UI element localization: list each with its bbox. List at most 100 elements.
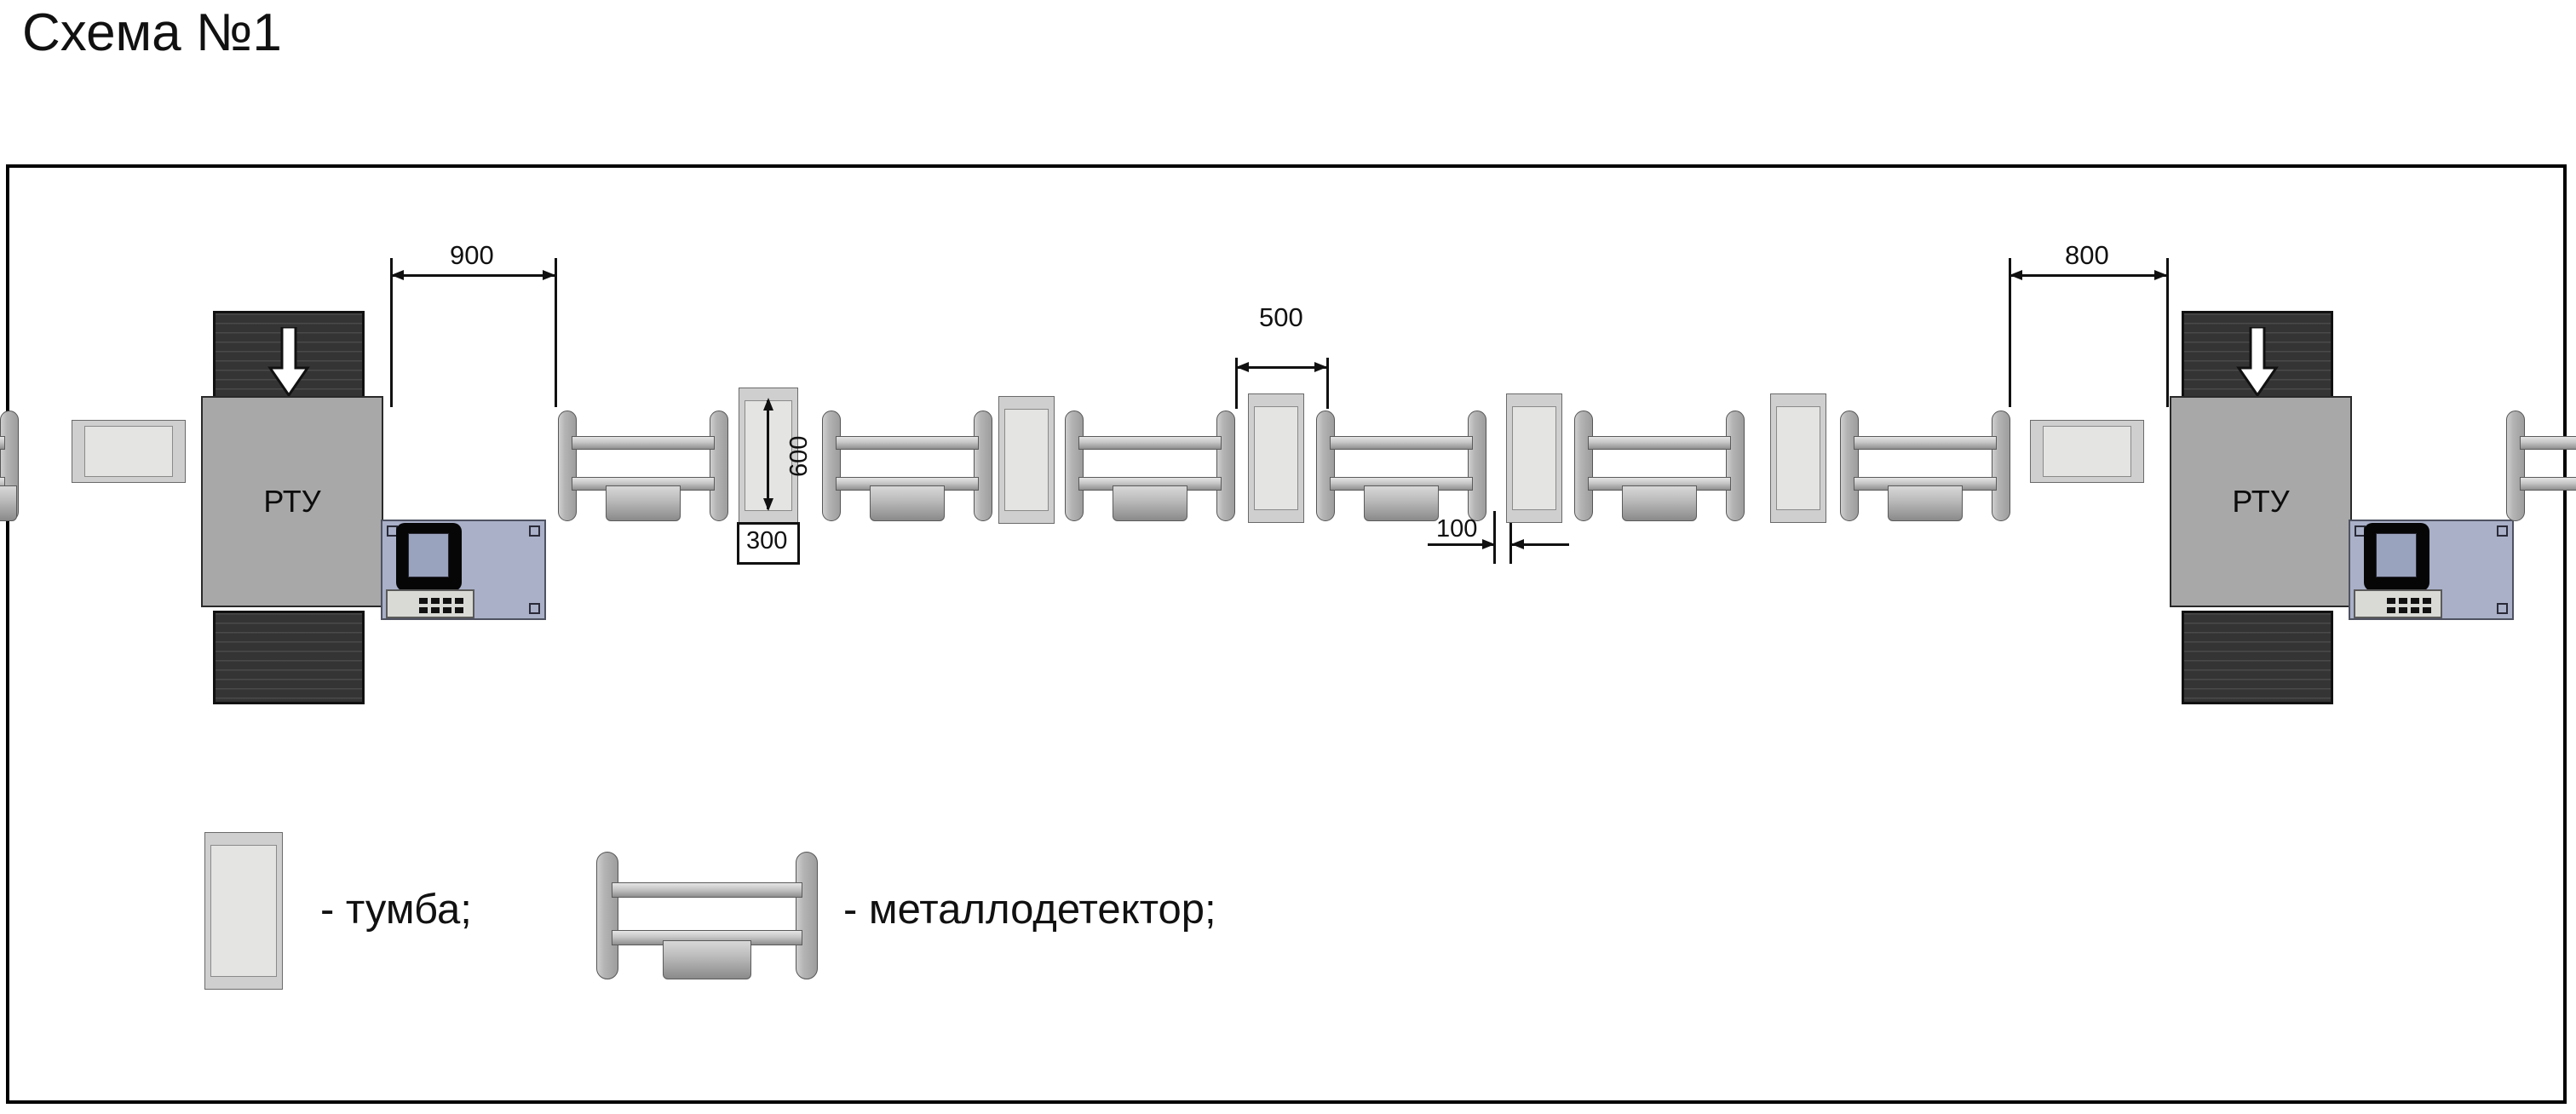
dim-100-line-left: [1428, 543, 1494, 546]
rtu-body: РТУ: [2170, 396, 2352, 607]
keyboard-key: [443, 598, 451, 604]
rtu-machine-right: РТУ: [2170, 311, 2352, 704]
monitor-screen: [2376, 533, 2417, 577]
dim-100-arrow-in-left: [1482, 539, 1495, 549]
pedestal-inner: [210, 845, 277, 977]
detector-rail-upper: [612, 882, 802, 898]
keyboard-key: [2387, 607, 2395, 613]
legend-label-metal-detector: - металлодетектор;: [843, 887, 1216, 933]
detector-base-plate: [1888, 485, 1963, 521]
dim-900-tick-left: [390, 258, 393, 407]
conveyor-belt-bottom: [2182, 611, 2333, 704]
dim-800-arrow-right: [2154, 270, 2167, 280]
detector-post-left: [1065, 411, 1084, 521]
detector-rail-upper: [0, 436, 5, 450]
dim-900-tick-right: [555, 258, 557, 407]
keyboard-key: [2411, 607, 2419, 613]
pedestal-4: [1506, 393, 1562, 523]
rtu-body: РТУ: [201, 396, 383, 607]
operator-console-right: [2349, 520, 2514, 620]
pedestal-inner: [84, 426, 173, 477]
detector-rail-upper: [1330, 436, 1473, 450]
detector-post-left: [1316, 411, 1335, 521]
detector-base-plate: [606, 485, 681, 521]
detector-post-right: [796, 852, 818, 979]
detector-post-right: [1468, 411, 1486, 521]
pedestal-inner: [1004, 409, 1049, 511]
console-screw-tr: [529, 525, 540, 537]
detector-post-right: [710, 411, 728, 521]
keyboard-key: [2387, 598, 2395, 604]
detector-base-plate: [1622, 485, 1697, 521]
dim-300-box: [737, 522, 800, 565]
dim-100-arrow-in-right: [1511, 539, 1524, 549]
metal-detector-right-edge: [2506, 411, 2576, 521]
dim-500-arrow-left: [1236, 362, 1249, 372]
dim-900-line: [390, 274, 555, 277]
keyboard-key: [455, 607, 463, 613]
detector-post-left: [1574, 411, 1593, 521]
dim-800-label: 800: [2065, 240, 2109, 270]
legend-pedestal-icon: [204, 832, 283, 990]
dim-100-tick-right: [1509, 511, 1512, 564]
dim-900-arrow-right: [543, 270, 555, 280]
dim-900-arrow-left: [391, 270, 404, 280]
keyboard-key: [443, 607, 451, 613]
dim-800-tick-right: [2166, 258, 2169, 407]
keyboard-key: [455, 598, 463, 604]
console-keyboard: [386, 589, 474, 618]
detector-rail-upper: [836, 436, 979, 450]
dim-800-line: [2009, 274, 2167, 277]
metal-detector-1: [558, 411, 728, 521]
pedestal-3: [1248, 393, 1304, 523]
console-keyboard: [2354, 589, 2442, 618]
detector-base-plate: [1113, 485, 1187, 521]
console-screw-br: [529, 603, 540, 614]
conveyor-belt-top: [2182, 311, 2333, 405]
dim-800-tick-left: [2009, 258, 2011, 407]
dim-600-arrow-bottom: [763, 498, 773, 511]
keyboard-key: [431, 607, 440, 613]
keyboard-key: [2399, 607, 2407, 613]
dim-600-arrow-top: [763, 398, 773, 411]
console-screw-tr: [2497, 525, 2508, 537]
keyboard-key: [419, 607, 428, 613]
detector-rail-upper: [1078, 436, 1222, 450]
pedestal-5: [1770, 393, 1826, 523]
keyboard-key: [431, 598, 440, 604]
page-title: Схема №1: [22, 3, 282, 62]
detector-rail-upper: [1588, 436, 1731, 450]
metal-detector-left-edge: [0, 411, 19, 521]
detector-post-right: [974, 411, 992, 521]
dim-500-tick-left: [1235, 358, 1238, 409]
dim-100-tick-left: [1493, 511, 1496, 564]
pedestal-inner: [2043, 426, 2131, 477]
detector-post-right: [1216, 411, 1235, 521]
rtu-machine-left: РТУ: [201, 311, 383, 704]
dim-600-line: [767, 400, 769, 509]
detector-base-plate: [1364, 485, 1439, 521]
console-screw-br: [2497, 603, 2508, 614]
conveyor-belt-bottom: [213, 611, 365, 704]
dim-100-line-right: [1511, 543, 1569, 546]
keyboard-key: [2411, 598, 2419, 604]
detector-rail-upper: [2520, 436, 2576, 450]
keyboard-key: [2423, 598, 2431, 604]
pedestal-right-outer: [2030, 420, 2144, 483]
metal-detector-6: [1840, 411, 2010, 521]
metal-detector-2: [822, 411, 992, 521]
pedestal-inner: [1254, 406, 1298, 510]
detector-post-right: [1726, 411, 1745, 521]
conveyor-belt-top: [213, 311, 365, 405]
detector-post-left: [558, 411, 577, 521]
detector-rail-upper: [572, 436, 715, 450]
dim-100-label: 100: [1436, 515, 1478, 543]
dim-600-label: 600: [785, 435, 813, 477]
pedestal-left-outer: [72, 420, 186, 483]
pedestal-inner: [1776, 406, 1820, 510]
rtu-label: РТУ: [263, 484, 321, 519]
detector-base-plate: [663, 940, 751, 979]
metal-detector-5: [1574, 411, 1745, 521]
legend-metal-detector-icon: [596, 852, 818, 979]
keyboard-key: [2399, 598, 2407, 604]
